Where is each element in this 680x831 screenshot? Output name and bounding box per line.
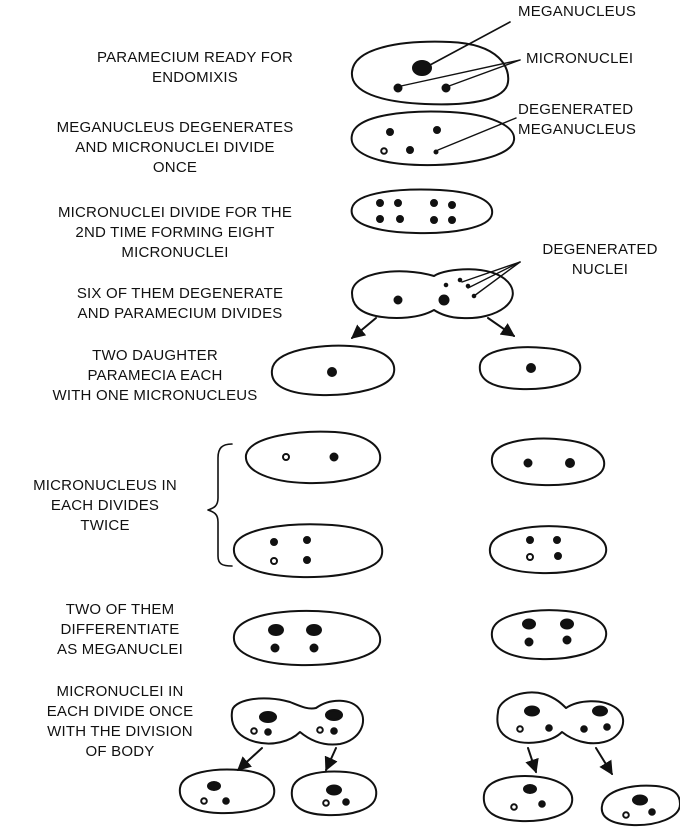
meganucleus — [523, 620, 535, 629]
caption-line: SIX OF THEM DEGENERATE — [20, 284, 340, 304]
cell-final-division-right — [497, 692, 623, 743]
caption-line: ONCE — [10, 158, 340, 178]
micronucleus — [407, 147, 413, 153]
micronucleus — [434, 127, 440, 133]
meganucleus — [593, 707, 607, 716]
caption-line: DIFFERENTIATE — [20, 620, 220, 640]
caption-line: TWICE — [0, 516, 210, 536]
caption-line: AND MICRONUCLEI DIVIDE — [10, 138, 340, 158]
cell-four-micronuclei-right — [490, 526, 606, 573]
cell-daughter-left — [272, 346, 394, 395]
cell-four-micronuclei-left — [234, 524, 382, 577]
stage-1-caption: PARAMECIUM READY FOR ENDOMIXIS — [50, 48, 340, 88]
cell-daughter-right — [480, 347, 580, 389]
cell-final-division-left — [232, 698, 363, 744]
label-line: DEGENERATED — [520, 240, 680, 260]
pointer-degenerated-nuclei — [468, 262, 520, 288]
arrow-final-left-2 — [326, 748, 336, 770]
micronucleus — [272, 645, 279, 652]
meganucleus — [525, 707, 539, 716]
degenerated-nucleus — [445, 284, 448, 287]
caption-line: EACH DIVIDE ONCE — [0, 702, 240, 722]
micronucleus — [527, 364, 535, 372]
stage-6-caption: MICRONUCLEUS IN EACH DIVIDES TWICE — [0, 476, 210, 536]
caption-line: PARAMECIA EACH — [20, 366, 290, 386]
cell-final-3 — [484, 776, 572, 821]
pointer-meganucleus — [430, 22, 510, 65]
stage-8-caption: MICRONUCLEI IN EACH DIVIDE ONCE WITH THE… — [0, 682, 240, 762]
caption-line: MICRONUCLEI — [0, 243, 350, 263]
label-degenerated-meganucleus: DEGENERATED MEGANUCLEUS — [518, 100, 678, 140]
meganucleus — [260, 712, 276, 722]
micronucleus — [328, 368, 336, 376]
micronucleus — [387, 129, 393, 135]
degenerated-nucleus — [459, 279, 462, 282]
caption-line: WITH THE DIVISION — [0, 722, 240, 742]
micronucleus — [395, 85, 402, 92]
cell-final-4 — [602, 786, 680, 825]
meganucleus — [561, 620, 573, 629]
meganucleus — [269, 625, 283, 635]
label-micronuclei: MICRONUCLEI — [526, 49, 633, 69]
micronucleus — [311, 645, 318, 652]
micronucleus — [443, 85, 450, 92]
caption-line: OF BODY — [0, 742, 240, 762]
cell-differentiate-left — [234, 611, 380, 665]
caption-line: WITH ONE MICRONUCLEUS — [20, 386, 290, 406]
cell-two-micronuclei-right — [492, 439, 604, 486]
pointer-degenerated-nuclei — [462, 262, 520, 282]
meganucleus — [307, 625, 321, 635]
cell-meganucleus-degenerates — [352, 112, 515, 166]
cell-eight-micronuclei — [352, 190, 493, 234]
micronucleus — [564, 637, 571, 644]
stage-7-caption: TWO OF THEM DIFFERENTIATE AS MEGANUCLEI — [20, 600, 220, 660]
meganucleus — [326, 710, 342, 720]
brace — [208, 444, 232, 566]
caption-line: ENDOMIXIS — [50, 68, 340, 88]
caption-line: TWO OF THEM — [20, 600, 220, 620]
cell-final-1 — [180, 770, 274, 814]
label-line: DEGENERATED — [518, 100, 678, 120]
arrow-down-left — [352, 318, 376, 338]
label-meganucleus: MEGANUCLEUS — [518, 2, 636, 22]
cell-differentiate-right — [492, 610, 606, 659]
arrow-final-right-1 — [528, 748, 536, 772]
caption-line: 2ND TIME FORMING EIGHT — [0, 223, 350, 243]
label-line: MEGANUCLEUS — [518, 120, 678, 140]
stage-2-caption: MEGANUCLEUS DEGENERATES AND MICRONUCLEI … — [10, 118, 340, 178]
arrow-down-right — [488, 318, 514, 336]
micronucleus — [440, 296, 449, 305]
caption-line: MICRONUCLEI IN — [0, 682, 240, 702]
micronucleus — [526, 639, 533, 646]
stage-4-caption: SIX OF THEM DEGENERATE AND PARAMECIUM DI… — [20, 284, 340, 324]
cell-two-micronuclei-left — [246, 432, 380, 483]
caption-line: PARAMECIUM READY FOR — [50, 48, 340, 68]
pointer-degenerated-meganucleus — [438, 118, 516, 150]
caption-line: MICRONUCLEUS IN — [0, 476, 210, 496]
meganucleus — [413, 61, 431, 75]
caption-line: AS MEGANUCLEI — [20, 640, 220, 660]
caption-line: AND PARAMECIUM DIVIDES — [20, 304, 340, 324]
cell-final-2 — [292, 772, 376, 816]
micronucleus — [395, 297, 402, 304]
arrow-final-right-2 — [596, 748, 612, 774]
arrow-final-left-1 — [238, 748, 262, 770]
caption-line: TWO DAUGHTER — [20, 346, 290, 366]
label-line: NUCLEI — [520, 260, 680, 280]
caption-line: EACH DIVIDES — [0, 496, 210, 516]
stage-5-caption: TWO DAUGHTER PARAMECIA EACH WITH ONE MIC… — [20, 346, 290, 406]
caption-line: MEGANUCLEUS DEGENERATES — [10, 118, 340, 138]
caption-line: MICRONUCLEI DIVIDE FOR THE — [0, 203, 350, 223]
degenerated-meganucleus — [435, 151, 438, 154]
micronucleus — [381, 148, 387, 154]
label-degenerated-nuclei: DEGENERATED NUCLEI — [520, 240, 680, 280]
cell-dividing — [352, 269, 513, 318]
stage-3-caption: MICRONUCLEI DIVIDE FOR THE 2ND TIME FORM… — [0, 203, 350, 263]
